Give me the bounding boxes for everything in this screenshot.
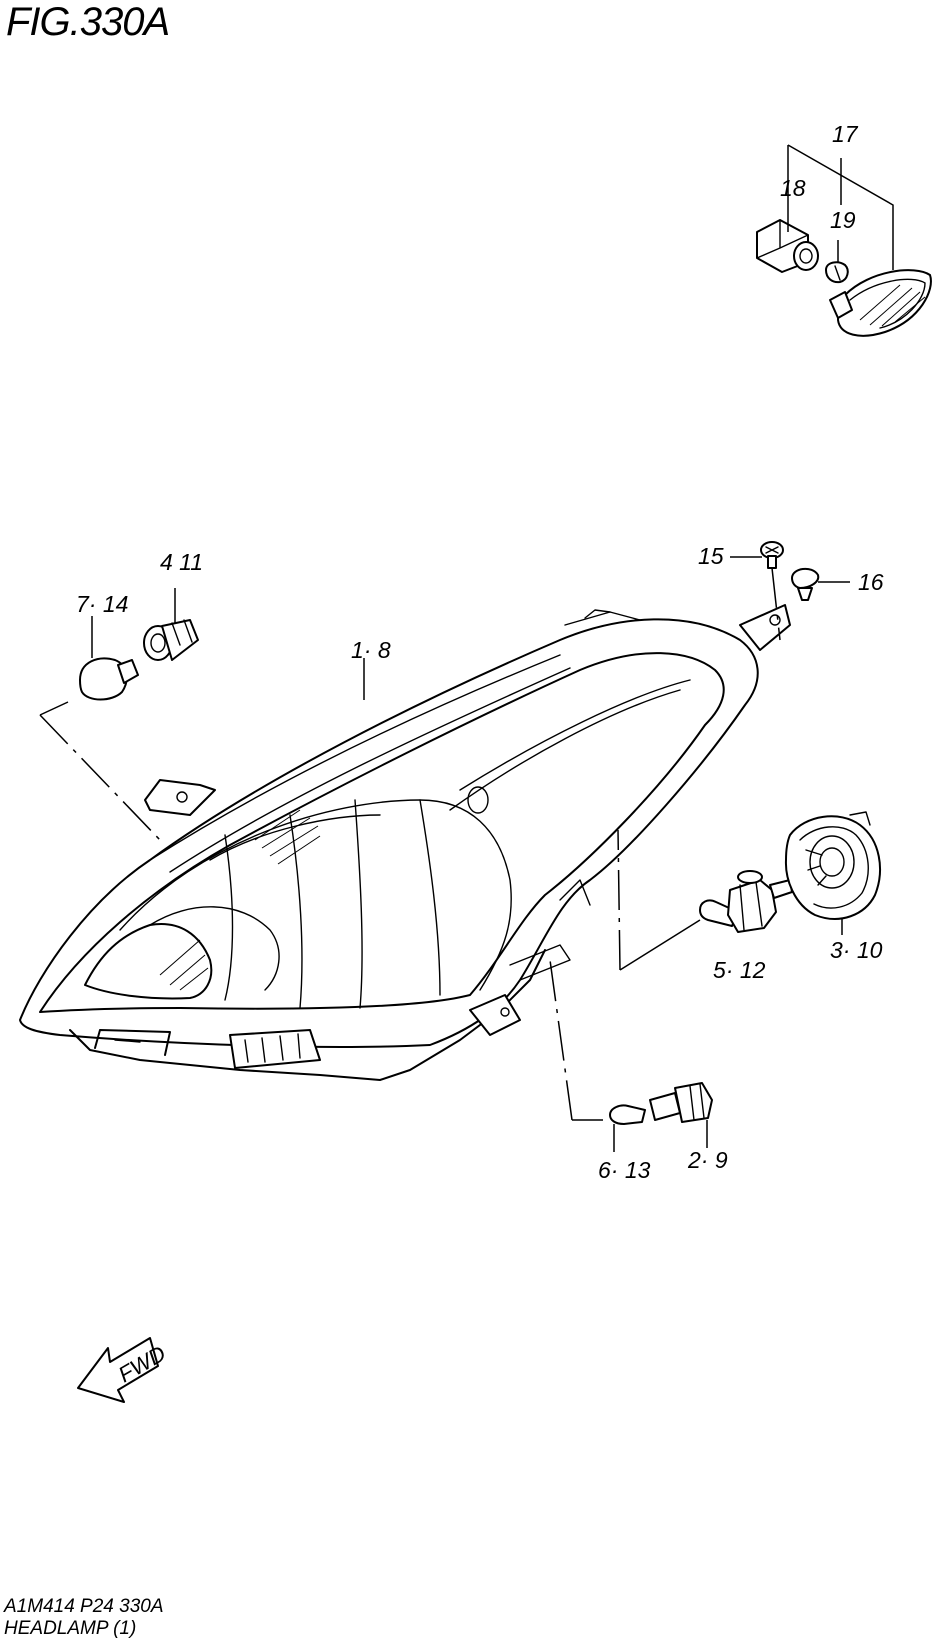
callout-1-8: 1· 8 (351, 637, 391, 663)
forward-direction-arrow: FWD (77, 1337, 170, 1403)
position-lamp-socket[interactable] (649, 1082, 713, 1123)
side-lamp-lens-hatching (859, 284, 926, 327)
leader-lines (39, 144, 894, 1152)
callout-18: 18 (780, 175, 806, 201)
callout-4-11: 4 11 (160, 549, 203, 575)
callout-2-9: 2· 9 (687, 1147, 728, 1173)
reflector-hatching (159, 809, 321, 991)
headlamp-housing[interactable] (19, 604, 791, 1081)
clip-grommet[interactable] (791, 567, 820, 601)
side-turn-lamp-assembly[interactable] (829, 269, 932, 337)
figure-code: A1M414 P24 330A (4, 1596, 164, 1617)
side-lamp-bulb[interactable] (825, 261, 849, 284)
position-lamp-bulb[interactable] (609, 1104, 646, 1125)
callout-16: 16 (858, 569, 884, 595)
callout-19: 19 (830, 207, 856, 233)
dust-cover[interactable] (784, 811, 881, 920)
callout-7-14: 7· 14 (76, 591, 128, 617)
figure-name: HEADLAMP (1) (4, 1618, 137, 1639)
callout-15: 15 (698, 543, 724, 569)
turn-bulb-socket[interactable] (143, 619, 199, 661)
headlamp-bulb[interactable] (699, 870, 793, 933)
side-lamp-socket[interactable] (756, 219, 819, 273)
figure-title: FIG.330A (6, 0, 170, 44)
callout-6-13: 6· 13 (598, 1157, 651, 1183)
callout-labels: 17 18 19 4 11 7· 14 1· 8 15 16 3· 10 5· … (76, 121, 884, 1183)
screw[interactable] (760, 541, 784, 569)
callout-3-10: 3· 10 (830, 937, 883, 963)
callout-17: 17 (832, 121, 859, 147)
callout-5-12: 5· 12 (713, 957, 766, 983)
turn-bulb[interactable] (79, 657, 139, 701)
